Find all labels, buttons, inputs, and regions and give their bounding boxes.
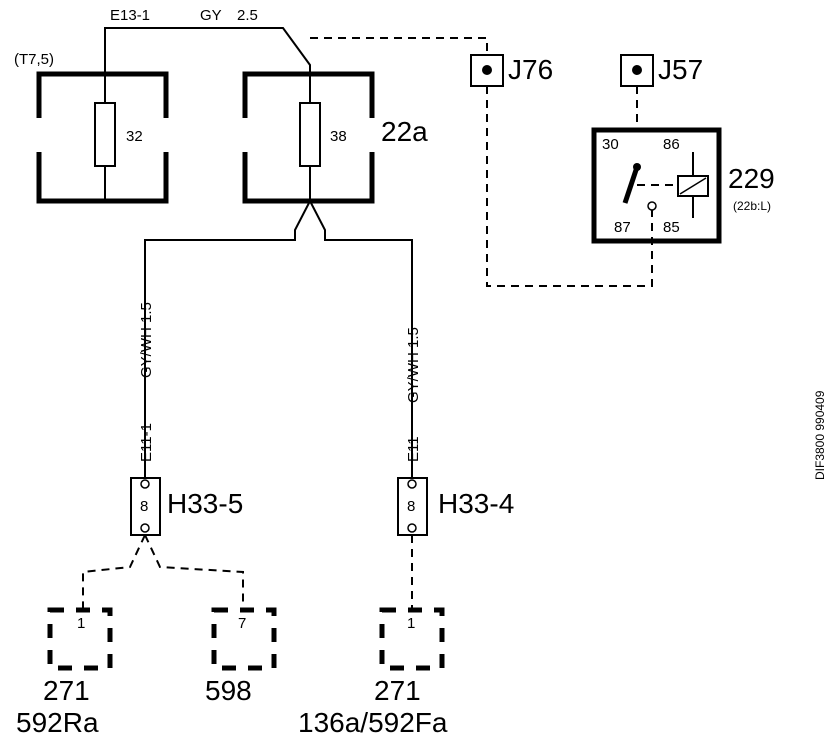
connector-h33-5-pin-top [140, 479, 150, 489]
dest-box-271-right [379, 607, 445, 671]
relay-pin-87: 87 [614, 219, 631, 236]
relay-pin-86: 86 [663, 136, 680, 153]
wire-e13-1 [104, 27, 311, 74]
connector-h33-5-label: H33-5 [167, 488, 243, 519]
relay-pin-85: 85 [663, 219, 680, 236]
dest-271-left-id: 271 [43, 675, 90, 706]
dest-box-271-left [47, 607, 113, 671]
fuse-32-element [94, 102, 116, 167]
relay-coil-diagonal [679, 177, 707, 195]
connector-h33-4-label: H33-4 [438, 488, 514, 519]
dest-box-598 [211, 607, 277, 671]
j76-label: J76 [508, 54, 553, 85]
relay-location-label: (22b:L) [733, 199, 771, 213]
fuse-32-number: 32 [126, 128, 143, 145]
dest-271-right-id: 271 [374, 675, 421, 706]
connector-h33-4-pin-bottom [407, 523, 417, 533]
wire-right-branch [309, 200, 413, 478]
relay-contact-arm [622, 166, 640, 204]
dest-271-left-pin: 1 [77, 615, 85, 632]
dest-598-id: 598 [205, 675, 252, 706]
connector-h33-5-pin: 8 [140, 498, 148, 515]
relay-229-box [591, 127, 722, 244]
relay-pin-30: 30 [602, 136, 619, 153]
connector-h33-5-pin-bottom [140, 523, 150, 533]
j76-terminal-dot [482, 65, 492, 75]
dest-271-right-sub: 136a/592Fa [298, 707, 448, 738]
fuse-32-group-label: (T7,5) [14, 51, 54, 68]
wire-right-conn: E11 [405, 436, 422, 462]
j57-terminal-dot [632, 65, 642, 75]
wire-e13-1-color: GY [200, 7, 222, 24]
wire-e13-1-size: 2.5 [237, 7, 258, 24]
fuse-box-label-22a: 22a [381, 116, 428, 147]
fuse-38-number: 38 [330, 128, 347, 145]
connector-h33-4-pin: 8 [407, 498, 415, 515]
j57-label: J57 [658, 54, 703, 85]
connector-h33-4-pin-top [407, 479, 417, 489]
dashed-wire-to-598 [144, 534, 244, 610]
wire-left-branch [144, 200, 311, 478]
document-reference: DIF3800 990409 [813, 390, 827, 480]
wire-left-spec: GY/WH 1.5 [138, 302, 155, 378]
dashed-wire-to-271-left [82, 534, 146, 610]
dest-598-pin: 7 [238, 615, 246, 632]
wire-left-conn: E11-1 [138, 423, 155, 462]
fuse-38-element [299, 102, 321, 167]
dashed-wire-to-j76 [310, 37, 488, 62]
dest-271-right-pin: 1 [407, 615, 415, 632]
relay-contact-87 [647, 201, 657, 211]
wire-right-spec: GY/WH 1.5 [405, 327, 422, 403]
relay-id-label: 229 [728, 163, 775, 194]
wire-e13-1-label: E13-1 [110, 7, 150, 24]
dest-271-left-sub: 592Ra [16, 707, 99, 738]
dashed-wire-j76-to-relay [486, 86, 653, 287]
